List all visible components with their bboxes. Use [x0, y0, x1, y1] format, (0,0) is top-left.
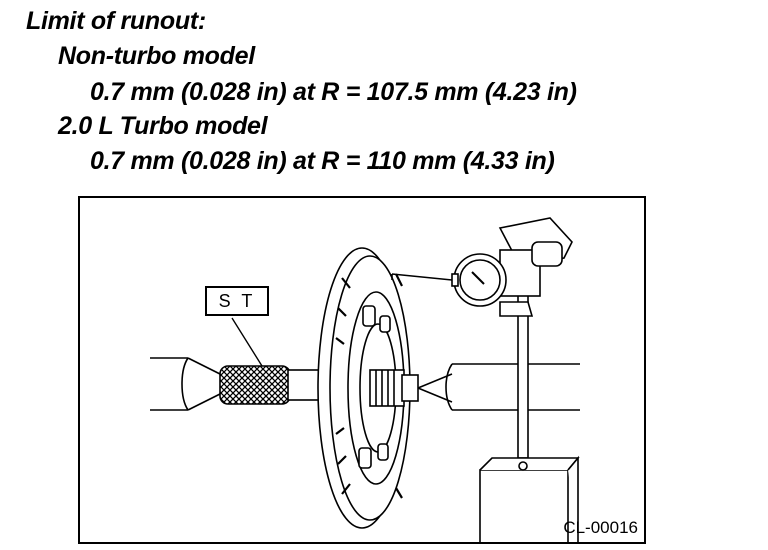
turbo-model-label: 2.0 L Turbo model	[58, 112, 268, 140]
special-tool-label: S T	[205, 286, 269, 316]
figure-code: CL-00016	[563, 518, 638, 537]
right-center-support	[417, 363, 580, 411]
runout-measurement-figure: S T CL-00016	[78, 196, 646, 544]
left-shaft	[150, 357, 221, 411]
dial-gauge-icon	[391, 217, 573, 317]
runout-heading: Limit of runout:	[26, 7, 206, 35]
non-turbo-model-label: Non-turbo model	[58, 42, 255, 70]
dial-gauge-stand	[479, 287, 580, 542]
clutch-disc-runout-illustration	[150, 217, 580, 542]
turbo-limit-value: 0.7 mm (0.028 in) at R = 110 mm (4.33 in…	[90, 147, 555, 175]
non-turbo-limit-value: 0.7 mm (0.028 in) at R = 107.5 mm (4.23 …	[90, 78, 577, 106]
clutch-disc	[317, 247, 419, 529]
